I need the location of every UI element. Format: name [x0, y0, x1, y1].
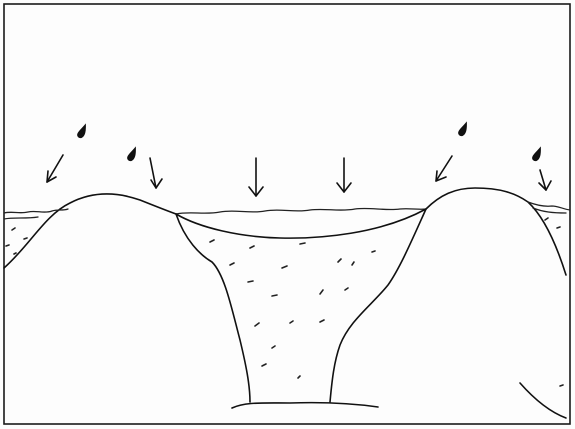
rain-arrow-icon: [249, 158, 263, 196]
raindrop-icon: [458, 121, 469, 136]
right-hill-outline: [426, 188, 566, 275]
funnel-base: [232, 403, 378, 408]
sediment-speck: [560, 385, 563, 386]
raindrop-icon: [532, 146, 543, 161]
rain-arrow-icon: [150, 158, 162, 188]
funnel-right-wall: [330, 209, 426, 402]
funnel-sediment: [210, 240, 375, 378]
sediment-speck: [6, 245, 9, 246]
sediment-speck: [545, 218, 548, 220]
left-hill-outline: [4, 194, 176, 268]
funnel-left-wall: [176, 214, 250, 402]
sediment-speck: [12, 228, 15, 230]
raindrop-icon: [127, 146, 138, 161]
raindrop-icon: [77, 123, 88, 138]
sediment-speck: [14, 253, 16, 254]
sediment-speck: [557, 227, 560, 228]
left-water-lower-line: [4, 217, 38, 219]
rain-arrow-icon: [337, 158, 351, 192]
sediment-speck: [24, 238, 27, 239]
diagram-border: [4, 4, 570, 424]
rain-arrow-icon: [47, 155, 63, 182]
basin-water-surface: [176, 208, 426, 214]
right-slope-base: [520, 383, 566, 418]
rain-arrow-icon: [436, 156, 452, 181]
rain-arrow-icon: [539, 170, 551, 190]
